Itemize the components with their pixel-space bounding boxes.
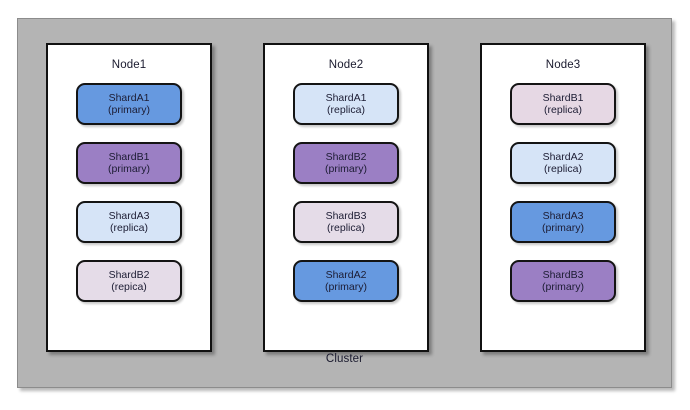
shard-name: ShardB3	[542, 268, 584, 281]
shard-list: ShardB1 (replica) ShardA2 (replica) Shar…	[510, 83, 616, 302]
shard-name: ShardA3	[108, 209, 150, 222]
shard-name: ShardA2	[325, 268, 367, 281]
shard-role: (primary)	[108, 163, 150, 175]
node-box-2[interactable]: Node2 ShardA1 (replica) ShardB2 (primary…	[263, 43, 429, 352]
node-title: Node1	[111, 59, 147, 71]
shard-list: ShardA1 (replica) ShardB2 (primary) Shar…	[293, 83, 399, 302]
shard-role: (primary)	[325, 163, 367, 175]
shard-box[interactable]: ShardA1 (primary)	[76, 83, 182, 125]
shard-box[interactable]: ShardB2 (primary)	[293, 142, 399, 184]
shard-role: (replica)	[544, 104, 582, 116]
shard-role: (replica)	[110, 222, 148, 234]
shard-list: ShardA1 (primary) ShardB1 (primary) Shar…	[76, 83, 182, 302]
shard-name: ShardA3	[542, 209, 584, 222]
shard-name: ShardB3	[325, 209, 367, 222]
shard-box[interactable]: ShardA3 (replica)	[76, 201, 182, 243]
shard-name: ShardA2	[542, 150, 584, 163]
shard-name: ShardB2	[108, 268, 150, 281]
shard-box[interactable]: ShardA3 (primary)	[510, 201, 616, 243]
cluster-container: Node1 ShardA1 (primary) ShardB1 (primary…	[17, 18, 672, 388]
shard-role: (replica)	[544, 163, 582, 175]
shard-role: (repica)	[111, 281, 147, 293]
shard-name: ShardB2	[325, 150, 367, 163]
shard-role: (primary)	[108, 104, 150, 116]
node-list: Node1 ShardA1 (primary) ShardB1 (primary…	[46, 43, 646, 352]
shard-box[interactable]: ShardA1 (replica)	[293, 83, 399, 125]
shard-name: ShardA1	[108, 91, 150, 104]
shard-role: (primary)	[542, 222, 584, 234]
shard-box[interactable]: ShardB1 (primary)	[76, 142, 182, 184]
shard-role: (primary)	[542, 281, 584, 293]
shard-name: ShardB1	[542, 91, 584, 104]
shard-box[interactable]: ShardB1 (replica)	[510, 83, 616, 125]
cluster-label: Cluster	[325, 353, 364, 365]
node-title: Node2	[328, 59, 364, 71]
shard-box[interactable]: ShardA2 (primary)	[293, 260, 399, 302]
shard-box[interactable]: ShardB2 (repica)	[76, 260, 182, 302]
shard-role: (primary)	[325, 281, 367, 293]
shard-box[interactable]: ShardB3 (replica)	[293, 201, 399, 243]
shard-role: (replica)	[327, 222, 365, 234]
node-box-1[interactable]: Node1 ShardA1 (primary) ShardB1 (primary…	[46, 43, 212, 352]
shard-name: ShardB1	[108, 150, 150, 163]
shard-name: ShardA1	[325, 91, 367, 104]
node-box-3[interactable]: Node3 ShardB1 (replica) ShardA2 (replica…	[480, 43, 646, 352]
shard-box[interactable]: ShardA2 (replica)	[510, 142, 616, 184]
node-title: Node3	[545, 59, 581, 71]
shard-role: (replica)	[327, 104, 365, 116]
shard-box[interactable]: ShardB3 (primary)	[510, 260, 616, 302]
